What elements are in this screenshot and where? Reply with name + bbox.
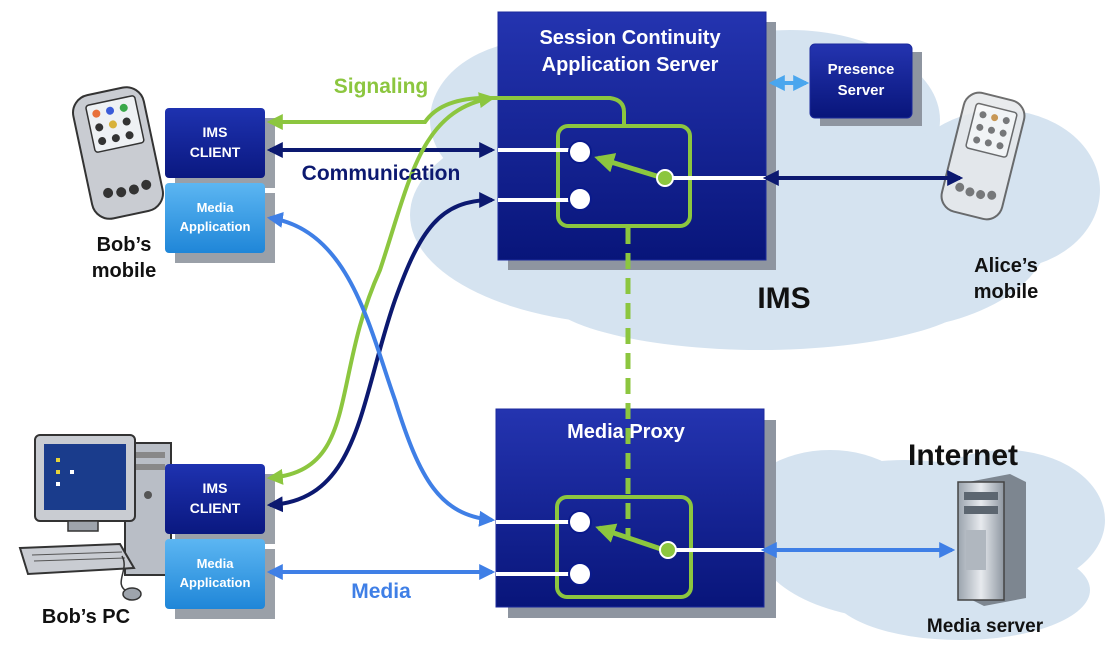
media-link-mobile [266,212,496,527]
session-switch-contact-bottom [568,187,592,211]
proxy-switch-pivot [659,541,677,559]
alices-mobile-device-icon [940,91,1026,221]
media-label: Media [351,580,411,603]
alices-mobile-label-line2: mobile [974,281,1038,303]
alices-mobile-label-line1: Alice’s [974,255,1038,277]
mobile-media-app-line1: Media [197,200,235,215]
proxy-switch-lever [595,523,665,553]
proxy-switch-contact-bottom [568,562,592,586]
session-continuity-server[interactable] [497,11,767,261]
bobs-mobile-device-icon [72,86,164,220]
presence-server-title-line1: Presence [828,61,895,78]
pc-media-app-line1: Media [197,556,235,571]
pc-media-app-box[interactable] [165,539,265,609]
proxy-switch-contact-top [568,510,592,534]
media-server-label: Media server [927,616,1044,637]
pc-ims-client-line2: CLIENT [190,500,241,516]
pc-media-app-line2: Application [180,575,251,590]
media-server-icon [957,474,1026,606]
session-switch-pivot [656,169,674,187]
internet-cloud-label: Internet [908,439,1018,472]
session-server-title-line1: Session Continuity [539,27,721,49]
mobile-ims-client-box[interactable] [165,108,265,178]
bobs-pc-icon [18,434,172,601]
presence-server[interactable] [809,43,913,119]
bobs-pc-label: Bob’s PC [42,606,130,628]
signaling-label: Signaling [334,75,429,98]
internet-cloud [740,450,1105,640]
communication-label: Communication [302,162,461,185]
pc-ims-client-box[interactable] [165,464,265,534]
proxy-switch-frame [555,495,693,599]
mobile-ims-client-line2: CLIENT [190,144,241,160]
mobile-media-app-box[interactable] [165,183,265,253]
mobile-ims-client-line1: IMS [203,124,228,140]
session-switch-contact-top [568,140,592,164]
pc-ims-client-line1: IMS [203,480,228,496]
ims-cloud-label: IMS [757,282,810,315]
bobs-mobile-label-line1: Bob’s [97,234,152,256]
session-switch-lever [594,153,664,181]
bobs-mobile-label-line2: mobile [92,260,156,282]
presence-server-title-line2: Server [838,82,885,99]
mobile-media-app-line2: Application [180,219,251,234]
session-server-title-line2: Application Server [542,54,719,76]
